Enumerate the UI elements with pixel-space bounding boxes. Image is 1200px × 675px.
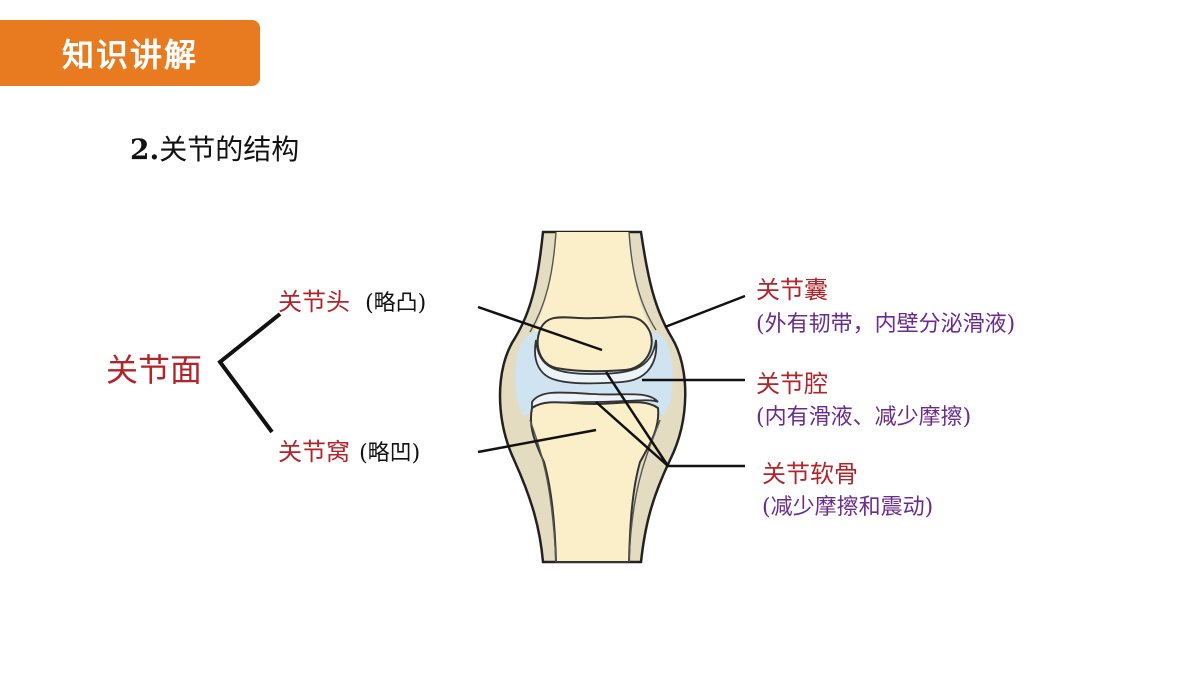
capsule-inner-line bbox=[529, 231, 661, 563]
articular-surface-label: 关节面 bbox=[106, 351, 203, 389]
leader-joint-socket bbox=[477, 428, 597, 454]
capsule-label: 关节囊 bbox=[756, 276, 828, 304]
joint-head-label: 关节头 bbox=[278, 288, 350, 316]
articular-surface-bracket bbox=[217, 312, 282, 434]
lower-bone bbox=[530, 401, 660, 563]
cartilage-note: (减少摩擦和震动) bbox=[762, 495, 934, 520]
section-header-badge: 知识讲解 bbox=[0, 20, 260, 86]
joint-head-label-group: 关节头 (略凸) bbox=[278, 282, 426, 317]
leader-joint-head bbox=[477, 305, 603, 352]
joint-socket-label-group: 关节窝 (略凹) bbox=[278, 432, 420, 467]
section-header-title: 知识讲解 bbox=[61, 36, 198, 74]
capsule-note: (外有韧带，内壁分泌滑液) bbox=[756, 312, 1016, 337]
page-subtitle: 2.关节的结构 bbox=[130, 128, 299, 168]
joint-socket-note: (略凹) bbox=[359, 441, 421, 466]
leader-cartilage-lower bbox=[595, 401, 669, 467]
upper-cartilage bbox=[534, 339, 658, 385]
joint-head-bone bbox=[536, 315, 653, 373]
leader-cartilage-upper bbox=[604, 371, 670, 467]
subtitle-text: 关节的结构 bbox=[159, 133, 300, 166]
cavity-note: (内有滑液、减少摩擦) bbox=[756, 405, 972, 430]
leader-capsule bbox=[664, 294, 746, 329]
subtitle-number: 2. bbox=[130, 133, 160, 166]
cartilage-label: 关节软骨 bbox=[762, 460, 858, 488]
cavity-label: 关节腔 bbox=[756, 370, 828, 398]
joint-socket-label: 关节窝 bbox=[278, 438, 350, 466]
joint-head-note: (略凸) bbox=[365, 291, 427, 316]
